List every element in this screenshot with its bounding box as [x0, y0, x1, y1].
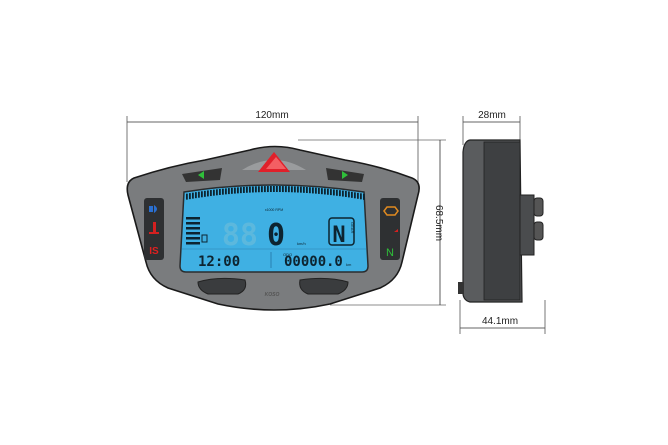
rpm-segment: [312, 187, 314, 194]
gear-label: GEAR: [350, 222, 355, 233]
odometer-decimal: .0: [326, 254, 343, 270]
rpm-segment: [255, 186, 257, 193]
rpm-segment: [201, 191, 203, 198]
rpm-segment: [345, 190, 347, 197]
rpm-segment: [339, 190, 341, 197]
turn-right-icon: [342, 171, 348, 179]
height-label: 68.5mm: [433, 205, 444, 241]
side-view: [458, 139, 544, 303]
rpm-segment: [273, 186, 275, 193]
rpm-segment: [276, 186, 278, 193]
rpm-segment: [294, 186, 296, 193]
rpm-segment: [222, 188, 224, 195]
rpm-segment: [228, 188, 230, 195]
fuel-icon: [201, 234, 208, 243]
rpm-segment: [333, 189, 335, 196]
speed-value: 0: [267, 218, 285, 253]
rpm-segment: [234, 187, 236, 194]
rpm-segment: [363, 193, 365, 200]
rpm-segment: [264, 186, 266, 193]
temperature-icon: [149, 222, 159, 234]
height-dimension: 68.5mm: [298, 139, 446, 306]
rpm-segment: [351, 191, 353, 198]
left-button[interactable]: [197, 277, 247, 295]
rpm-segment: [207, 190, 209, 197]
engine-check-icon: [383, 206, 399, 216]
rpm-segment: [348, 191, 350, 198]
rpm-segment: [258, 186, 260, 193]
odometer: 00000: [284, 254, 326, 270]
depth-top-label: 28mm: [478, 110, 506, 121]
right-button[interactable]: [299, 277, 349, 295]
rpm-segment: [330, 189, 332, 196]
rpm-segment: [357, 192, 359, 199]
rpm-segment: [186, 193, 188, 200]
width-label: 120mm: [255, 110, 288, 121]
rpm-segment: [204, 190, 206, 197]
rpm-segment: [252, 186, 254, 193]
rpm-segment: [300, 186, 302, 193]
rpm-segment: [237, 187, 239, 194]
rpm-segment: [354, 192, 356, 199]
odo-unit: km: [346, 262, 352, 267]
rpm-segment: [342, 190, 344, 197]
width-dimension: 120mm: [126, 110, 419, 182]
rpm-segment: [336, 189, 338, 196]
rpm-segment: [189, 193, 191, 200]
oil-icon: [384, 229, 398, 232]
depth-bottom-label: 44.1mm: [482, 316, 518, 327]
rpm-segment: [321, 188, 323, 195]
headlight-icon: [149, 205, 157, 213]
rpm-segment: [309, 187, 311, 194]
rpm-segment: [315, 187, 317, 194]
bar-gauge: [186, 217, 200, 245]
clock: 12:00: [198, 254, 240, 270]
rpm-segment: [267, 186, 269, 193]
neutral-icon: N: [386, 247, 394, 259]
rpm-segment: [261, 186, 263, 193]
rpm-segment: [249, 186, 251, 193]
fuel-injection-icon: IS: [149, 246, 159, 257]
rpm-label: x1000 RPM: [265, 208, 283, 212]
gear-value: N: [332, 223, 345, 248]
rpm-segment: [270, 186, 272, 193]
speed-unit: km/h: [297, 241, 306, 246]
rpm-segment: [318, 187, 320, 194]
dashboard-front: IS N x1000 RPM 88 0 km/h N GEAR: [126, 145, 420, 311]
depth-dimension-bottom: 44.1mm: [459, 300, 546, 334]
rpm-segment: [327, 188, 329, 195]
speed-ghost: 88: [222, 218, 258, 253]
rpm-segment: [225, 188, 227, 195]
rpm-segment: [210, 190, 212, 197]
rpm-segment: [279, 186, 281, 193]
rpm-segment: [240, 187, 242, 194]
rpm-segment: [198, 191, 200, 198]
rpm-segment: [231, 187, 233, 194]
rpm-segment: [303, 186, 305, 193]
rpm-segment: [192, 192, 194, 199]
rpm-segment: [360, 193, 362, 200]
rpm-segment: [324, 188, 326, 195]
rpm-segment: [195, 192, 197, 199]
rpm-segment: [282, 186, 284, 193]
rpm-segment: [288, 186, 290, 193]
odo-label: ODO: [283, 252, 292, 257]
rpm-segment: [219, 188, 221, 195]
rpm-segment: [213, 189, 215, 196]
brand-logo: KOSO: [265, 292, 280, 298]
rpm-segment: [246, 186, 248, 193]
rpm-segment: [243, 186, 245, 193]
rpm-bar: [186, 186, 365, 200]
rpm-segment: [291, 186, 293, 193]
rpm-segment: [285, 186, 287, 193]
turn-left-icon: [198, 171, 204, 179]
gear-box: [328, 217, 355, 246]
lcd-screen: x1000 RPM 88 0 km/h N GEAR 12:00 ODO 000…: [179, 184, 369, 273]
rpm-segment: [216, 189, 218, 196]
rpm-segment: [306, 187, 308, 194]
rpm-segment: [297, 186, 299, 193]
